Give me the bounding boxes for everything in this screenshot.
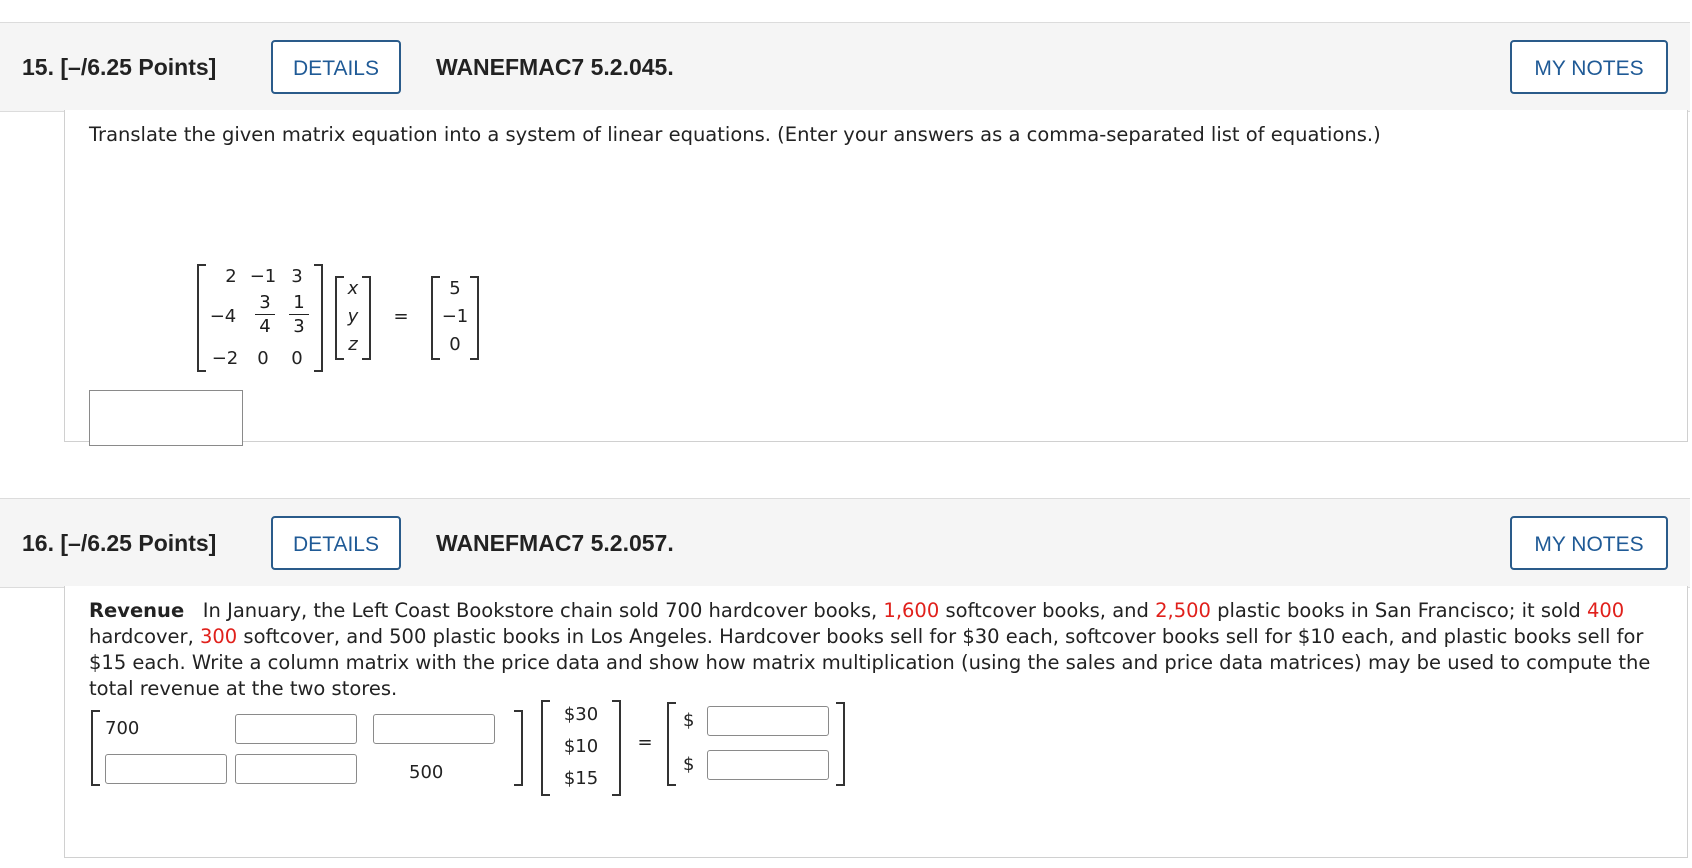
question-code: WANEFMAC7 5.2.057. <box>436 530 674 556</box>
sales-cell: 700 <box>105 718 140 739</box>
price-cell: $10 <box>563 736 599 757</box>
sales-input-r1c2[interactable] <box>235 714 357 744</box>
question-body: Translate the given matrix equation into… <box>64 110 1688 446</box>
vector-cell: −1 <box>441 306 469 327</box>
matrix-cell: −4 <box>209 306 237 327</box>
revenue-input-sf[interactable] <box>707 706 829 736</box>
variable-z: z <box>348 334 358 355</box>
matrix-cell: 0 <box>257 348 269 369</box>
vector-cell: 5 <box>449 278 461 299</box>
revenue-vector: $ $ <box>667 702 845 786</box>
currency-symbol: $ <box>683 754 695 775</box>
question-16: 16. [–/6.25 Points] DETAILS WANEFMAC7 5.… <box>0 498 1692 860</box>
question-number: 15. [–/6.25 Points] <box>22 54 217 80</box>
my-notes-button[interactable]: MY NOTES <box>1510 40 1668 94</box>
matrix-cell: 2 <box>225 266 237 287</box>
question-number: 16. [–/6.25 Points] <box>22 530 217 556</box>
variable-y: y <box>347 306 359 327</box>
sales-input-r1c3[interactable] <box>373 714 495 744</box>
currency-symbol: $ <box>683 710 695 731</box>
sales-cell: 500 <box>409 762 444 783</box>
variable-vector: x y z <box>335 276 371 360</box>
matrix-cell: −2 <box>211 348 239 369</box>
question-prompt: Translate the given matrix equation into… <box>89 123 1381 146</box>
details-button[interactable]: DETAILS <box>271 40 401 94</box>
matrix-cell: 3 <box>291 266 303 287</box>
prompt-title: Revenue <box>89 599 185 622</box>
question-header: 16. [–/6.25 Points] DETAILS WANEFMAC7 5.… <box>0 498 1690 588</box>
my-notes-button[interactable]: MY NOTES <box>1510 516 1668 570</box>
question-15: 15. [–/6.25 Points] DETAILS WANEFMAC7 5.… <box>0 22 1692 446</box>
sales-input-r2c1[interactable] <box>105 754 227 784</box>
sales-matrix: 700 500 <box>91 710 523 786</box>
equals-sign: = <box>393 306 409 327</box>
answer-input[interactable] <box>89 390 243 446</box>
matrix-cell: 0 <box>291 348 303 369</box>
vector-cell: 0 <box>449 334 461 355</box>
variable-x: x <box>347 278 359 299</box>
matrix-cell: −1 <box>249 266 277 287</box>
equals-sign: = <box>637 732 653 753</box>
question-body: Revenue In January, the Left Coast Books… <box>64 586 1688 858</box>
constant-vector: 5 −1 0 <box>431 276 479 360</box>
question-code: WANEFMAC7 5.2.045. <box>436 54 674 80</box>
price-vector: $30 $10 $15 <box>541 700 621 796</box>
details-button[interactable]: DETAILS <box>271 516 401 570</box>
price-cell: $30 <box>563 704 599 725</box>
question-prompt: Revenue In January, the Left Coast Books… <box>89 599 1651 700</box>
price-cell: $15 <box>563 768 599 789</box>
sales-input-r2c2[interactable] <box>235 754 357 784</box>
question-header: 15. [–/6.25 Points] DETAILS WANEFMAC7 5.… <box>0 22 1690 112</box>
revenue-input-la[interactable] <box>707 750 829 780</box>
